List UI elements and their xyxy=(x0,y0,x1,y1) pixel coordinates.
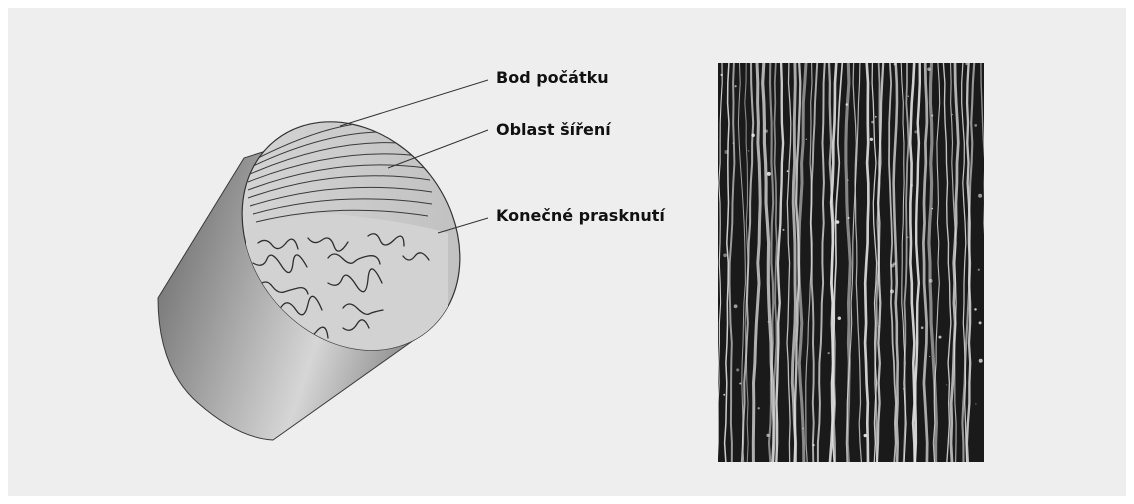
speckle xyxy=(871,121,874,124)
speckle xyxy=(894,63,897,65)
speckle xyxy=(719,140,720,141)
speckle xyxy=(903,388,904,389)
speckle xyxy=(978,269,980,271)
speckle xyxy=(929,279,933,283)
speckle xyxy=(802,428,804,430)
speckle xyxy=(908,96,909,97)
speckle xyxy=(870,138,873,141)
speckle xyxy=(931,115,933,117)
figure-panel: Bod počátku Oblast šíření Konečné praskn… xyxy=(8,8,1126,496)
speckle xyxy=(721,74,723,76)
speckle xyxy=(893,262,896,265)
leader-line-origin xyxy=(340,80,488,126)
speckle xyxy=(751,133,755,137)
speckle xyxy=(723,394,725,396)
speckle xyxy=(734,304,738,308)
label-origin: Bod počátku xyxy=(496,68,609,88)
speckle xyxy=(974,124,977,127)
speckle xyxy=(723,253,727,257)
speckle xyxy=(927,68,930,71)
speckle xyxy=(758,407,760,409)
speckle xyxy=(739,382,741,384)
speckle xyxy=(875,116,877,118)
speckle xyxy=(846,103,849,106)
fatigue-striations-micrograph xyxy=(718,63,984,462)
speckle xyxy=(724,150,728,154)
speckle xyxy=(946,384,947,385)
speckle xyxy=(864,434,867,437)
speckle xyxy=(879,326,880,327)
label-final-fracture: Konečné prasknutí xyxy=(496,206,665,226)
speckle xyxy=(907,236,909,238)
speckle xyxy=(929,356,930,357)
speckle xyxy=(766,434,769,437)
speckle xyxy=(828,352,830,354)
speckle xyxy=(978,194,982,198)
speckle xyxy=(974,308,977,311)
speckle xyxy=(847,180,848,181)
speckle xyxy=(806,139,807,140)
speckle xyxy=(767,321,769,323)
speckle xyxy=(914,130,917,133)
speckle xyxy=(787,170,789,172)
speckle xyxy=(921,326,924,329)
speckle xyxy=(765,129,769,133)
speckle xyxy=(979,359,983,363)
speckle xyxy=(748,150,749,151)
speckle xyxy=(938,336,941,339)
label-propagation: Oblast šíření xyxy=(496,120,611,140)
speckle xyxy=(783,229,785,231)
speckle xyxy=(736,368,739,371)
speckle xyxy=(813,444,815,446)
speckle xyxy=(952,114,953,115)
speckle xyxy=(979,321,982,324)
speckle xyxy=(848,217,850,219)
speckle xyxy=(767,172,771,176)
speckle xyxy=(932,208,934,210)
speckle xyxy=(911,184,913,186)
speckle xyxy=(836,220,840,224)
speckle xyxy=(975,404,976,405)
speckle xyxy=(838,316,841,319)
speckle xyxy=(830,201,831,202)
speckle xyxy=(735,85,737,87)
speckle xyxy=(732,142,733,143)
speckle xyxy=(890,289,894,293)
